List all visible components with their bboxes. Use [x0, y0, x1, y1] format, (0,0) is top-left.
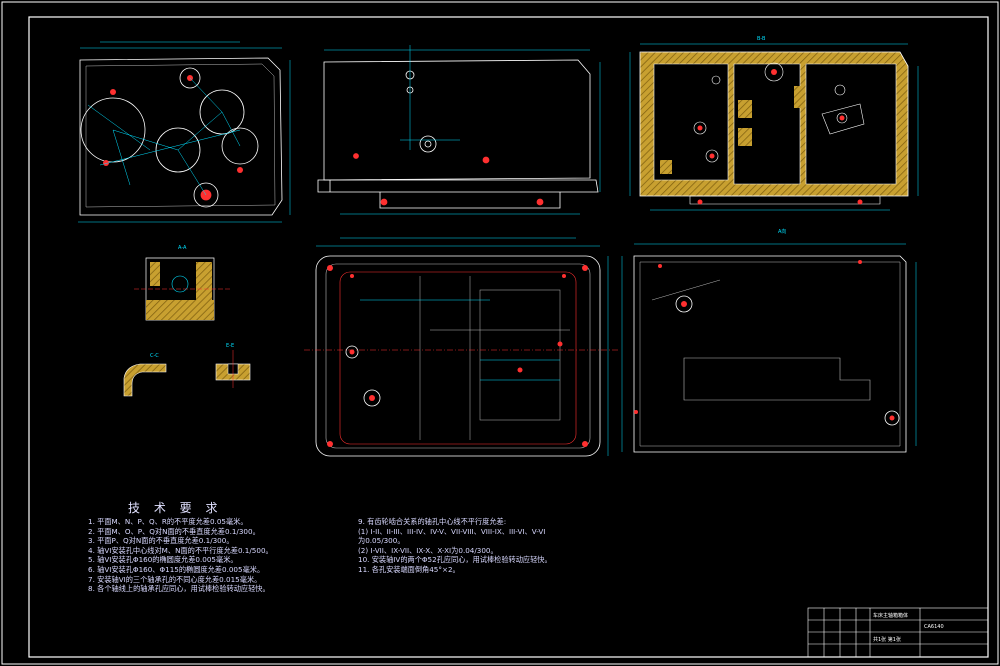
title-block-part-name: 车床主轴箱箱体: [873, 613, 909, 619]
requirement-line: 7. 安装轴VI的三个轴承孔的不同心度允差0.015毫米。: [88, 574, 262, 584]
plan-view: [315, 255, 601, 457]
bottom-view-holes: [634, 260, 895, 421]
section-view: [639, 51, 909, 205]
requirement-line: 3. 平面P、Q对N面的不垂直度允差0.1/300。: [88, 536, 234, 546]
side-view: [317, 59, 599, 209]
requirement-line: 4. 轴VI安装孔中心线对M、N面的不平行度允差0.1/500。: [88, 545, 273, 555]
section-label-top: B-B: [757, 36, 766, 42]
requirement-line: 为0.05/300。: [358, 536, 405, 546]
requirements-left-column: 1. 平面M、N、P、Q、R的不平度允差0.05毫米。 2. 平面M、O、P、Q…: [88, 517, 273, 594]
front-view-dimensions: [78, 41, 291, 223]
requirement-line: 6. 轴VI安装孔Φ160、Φ115的椭圆度允差0.005毫米。: [88, 564, 265, 574]
section-view-dimensions: [629, 43, 919, 211]
requirement-line: 10. 安装轴IV的两个Φ52孔应同心，用试棒检验转动应轻快。: [358, 555, 552, 565]
bottom-view: [633, 255, 907, 453]
requirement-line: 8. 各个轴线上的轴承孔应同心，用试棒检验转动应轻快。: [88, 584, 270, 594]
requirements-right-column: 9. 有齿轮啮合关系的轴孔中心线不平行度允差: (1) I-II、II-III、…: [358, 517, 552, 575]
title-block-drawing-code: CA6140: [924, 624, 944, 630]
requirement-line: 2. 平面M、O、P、Q对N面的不垂直度允差0.1/300。: [88, 526, 260, 536]
svg-text:A-A: A-A: [178, 245, 187, 251]
title-block-sheet-count: 共1张 第1张: [873, 637, 901, 643]
bottom-view-label: A向: [778, 228, 786, 235]
requirement-line: 11. 各孔安装端面倒角45°×2。: [358, 564, 460, 574]
front-view-gears: [79, 57, 283, 216]
requirement-line: (2) I-VII、IX-VII、IX-X、X-XI为0.04/300。: [358, 545, 498, 555]
requirement-line: 9. 有齿轮啮合关系的轴孔中心线不平行度允差:: [358, 517, 507, 526]
bottom-view-dimensions: [621, 243, 917, 452]
section-detail-3: E-E: [215, 343, 251, 388]
requirement-line: 1. 平面M、N、P、Q、R的不平度允差0.05毫米。: [88, 517, 248, 526]
drawing-frame: [28, 16, 989, 658]
svg-text:E-E: E-E: [226, 343, 234, 349]
requirement-line: 5. 轴VI安装孔Φ160的椭圆度允差0.005毫米。: [88, 555, 238, 565]
technical-requirements-title: 技 术 要 求: [128, 501, 223, 515]
plan-view-holes: [327, 265, 588, 447]
side-view-dimensions: [324, 45, 601, 215]
svg-text:C-C: C-C: [150, 353, 159, 359]
requirement-line: (1) I-II、II-III、III-IV、IV-V、VII-VIII、VII…: [358, 526, 546, 536]
section-detail-2: C-C: [123, 353, 167, 397]
plan-view-dimensions: [304, 237, 620, 456]
title-block: [807, 607, 989, 658]
section-detail-1: A-A: [134, 245, 230, 321]
